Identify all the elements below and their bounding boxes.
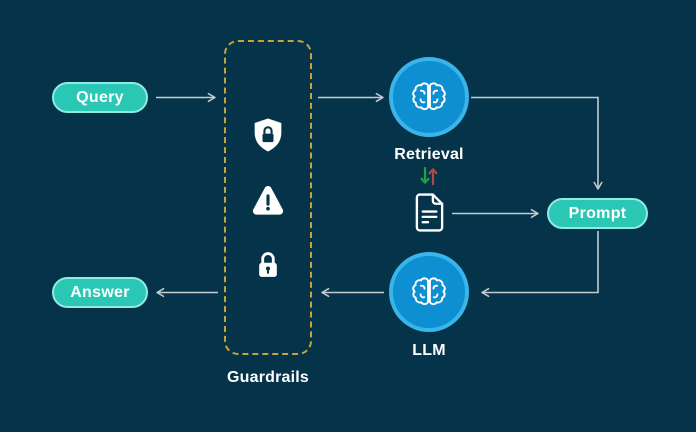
prompt-pill-label: Prompt xyxy=(568,204,627,222)
retrieval-node xyxy=(389,57,469,137)
guardrails-box xyxy=(224,40,312,355)
padlock-icon xyxy=(253,247,283,283)
query-pill-label: Query xyxy=(76,88,124,106)
guardrails-label: Guardrails xyxy=(226,369,310,386)
shield-lock-icon xyxy=(252,117,284,153)
llm-node xyxy=(389,252,469,332)
query-pill: Query xyxy=(52,82,148,113)
document-icon xyxy=(413,192,446,233)
transfer-arrows-icon xyxy=(417,165,441,187)
brain-icon xyxy=(408,76,450,118)
down-arrow-icon xyxy=(420,166,430,184)
brain-icon xyxy=(408,271,450,313)
answer-pill: Answer xyxy=(52,277,148,308)
llm-label: LLM xyxy=(412,342,446,359)
retrieval-label: Retrieval xyxy=(394,146,464,163)
up-arrow-icon xyxy=(428,168,438,186)
arrow-retrieval-to-prompt xyxy=(471,96,603,190)
prompt-pill: Prompt xyxy=(547,198,648,229)
warning-triangle-icon xyxy=(252,185,285,216)
arrow-prompt-to-llm xyxy=(481,231,599,298)
answer-pill-label: Answer xyxy=(70,283,130,301)
